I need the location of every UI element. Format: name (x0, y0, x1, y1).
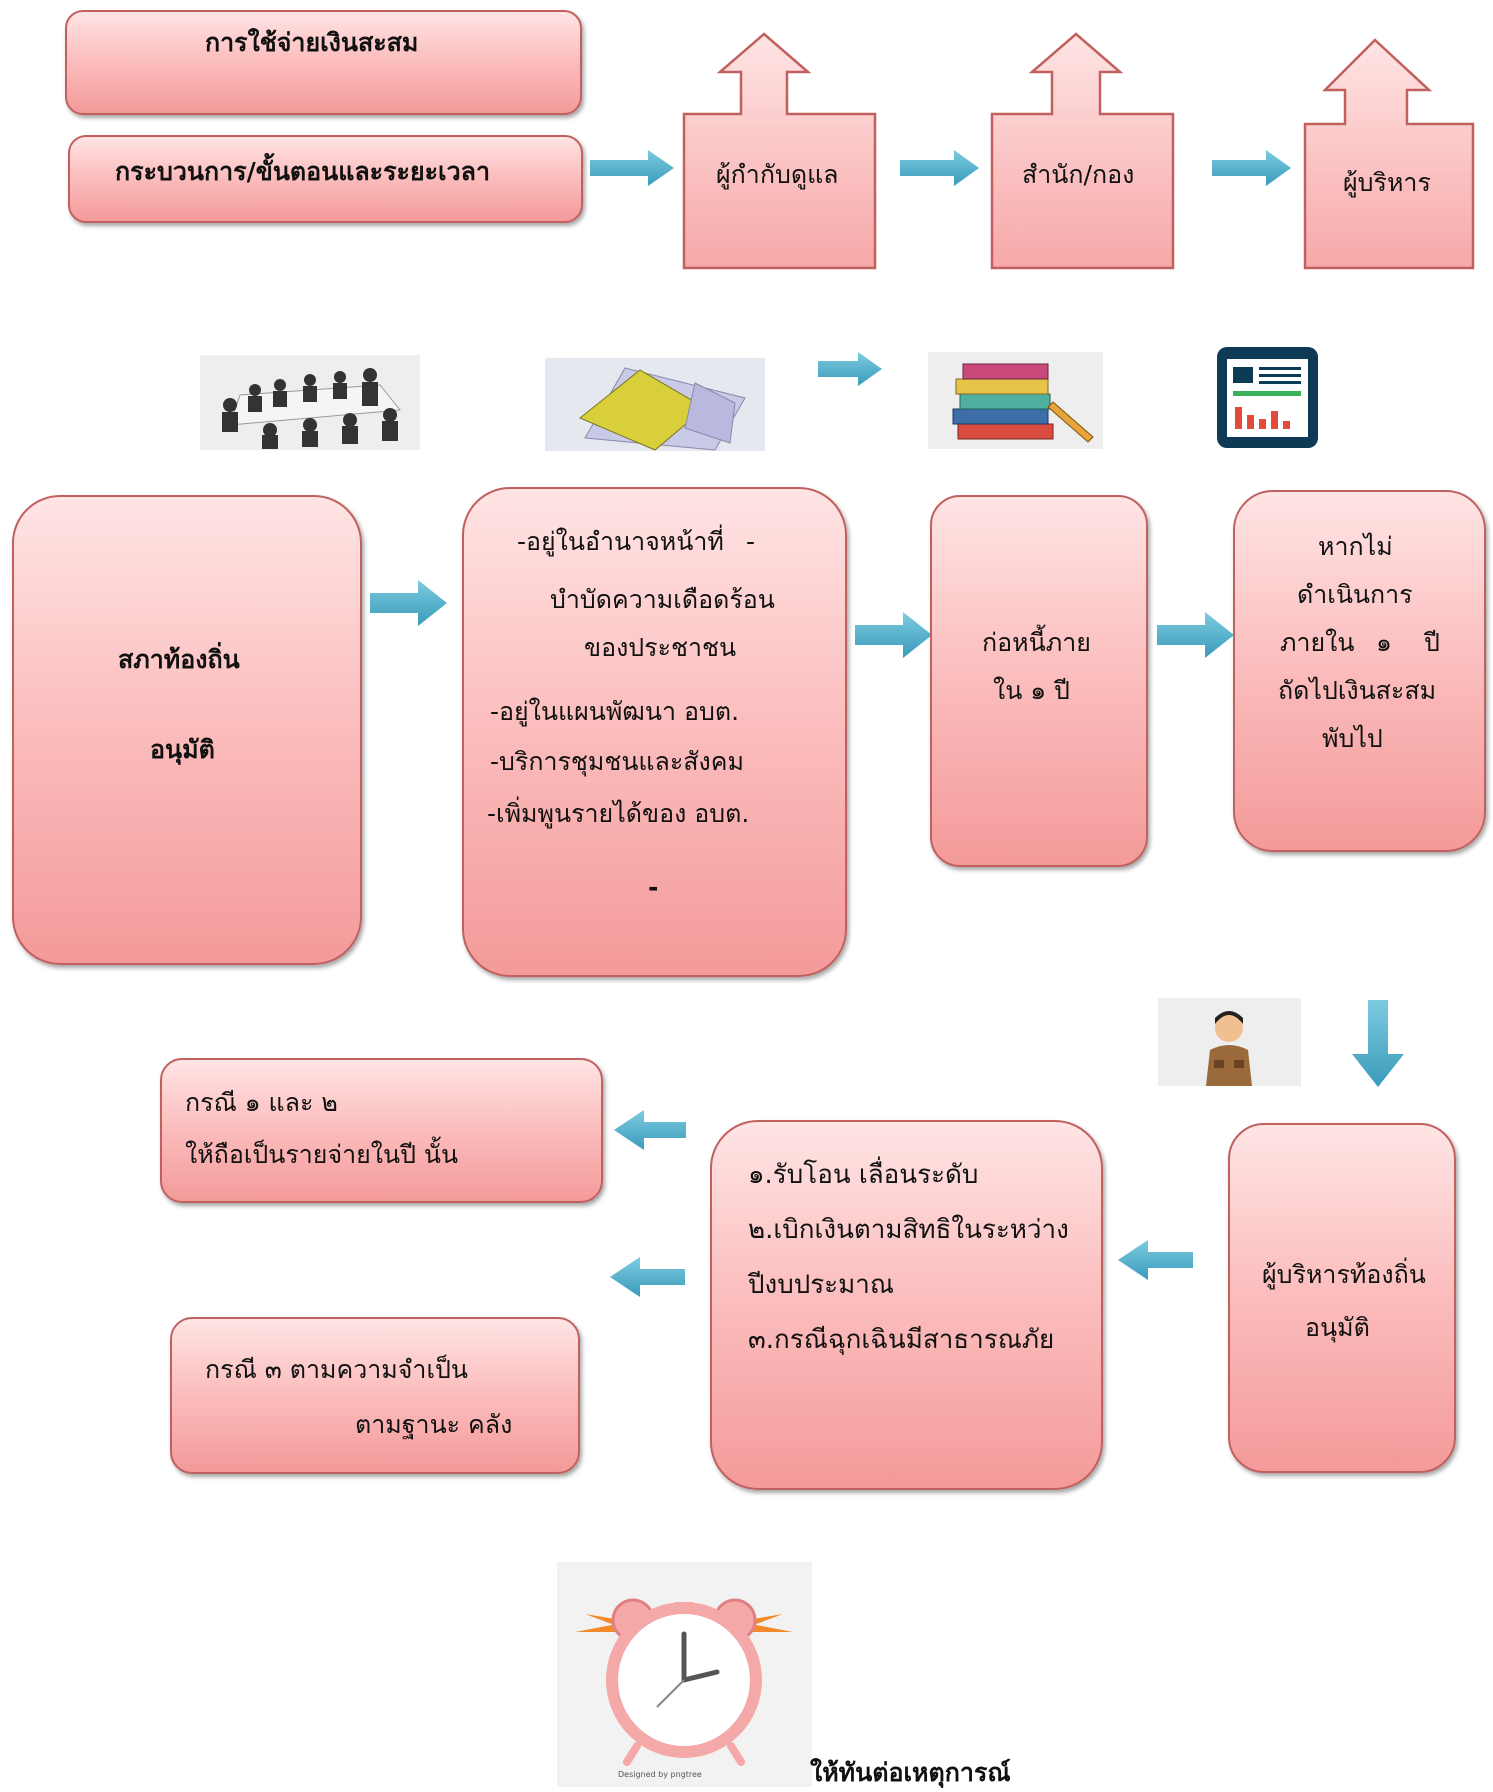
case12-label-1: กรณี ๑ และ ๒ (185, 1088, 338, 1117)
lapse-label-3a: ภายใน (1280, 628, 1355, 657)
debt-box (930, 495, 1148, 867)
cases-line-1: ๑.รับโอน เลื่อนระดับ (748, 1160, 979, 1190)
right-arrow (855, 612, 932, 658)
criteria-box (462, 487, 847, 977)
case3-label-2: ตามฐานะ คลัง (355, 1410, 513, 1439)
down-arrow (1352, 1000, 1404, 1087)
criteria-line-1-dash: - (746, 527, 756, 556)
executive-label-1: ผู้บริหารท้องถิ่น (1262, 1260, 1426, 1289)
case3-box (170, 1317, 580, 1474)
criteria-line-5: -บริการชุมชนและสังคม (490, 747, 744, 776)
documents-icon (545, 358, 765, 451)
council-box (12, 495, 362, 965)
criteria-line-4: -อยู่ในแผนพัฒนา อบต. (490, 697, 740, 726)
cases-line-3: ปีงบประมาณ (748, 1270, 894, 1300)
right-arrow (1157, 612, 1234, 658)
debt-label-2: ใน ๑ ปี (993, 676, 1070, 705)
step1-label: ผู้กำกับดูแล (716, 160, 839, 189)
right-arrow (818, 352, 882, 386)
debt-label-1: ก่อหนี้ภาย (982, 628, 1091, 657)
criteria-line-1: -อยู่ในอำนาจหน้าที่ (517, 527, 724, 556)
meeting-illustration (200, 355, 420, 450)
lapse-label-4: ถัดไปเงินสะสม (1278, 676, 1437, 705)
criteria-line-7: - (648, 873, 659, 902)
up-arrow-step2 (990, 32, 1175, 270)
right-arrow (900, 150, 979, 186)
subtitle-box (68, 135, 583, 223)
left-arrow (1118, 1240, 1193, 1280)
right-arrow (370, 580, 447, 626)
officer-icon (1158, 998, 1301, 1086)
case3-label-1: กรณี ๓ ตามความจำเป็น (205, 1355, 468, 1384)
right-arrow (590, 150, 674, 186)
report-tablet-icon (1217, 347, 1318, 448)
case12-box (160, 1058, 603, 1203)
lapse-label-5: พับไป (1322, 724, 1383, 753)
council-label-2: อนุมัติ (150, 735, 215, 764)
books-icon (928, 352, 1103, 449)
lapse-box (1233, 490, 1486, 852)
criteria-line-2: บำบัดความเดือดร้อน (550, 585, 775, 614)
council-label-1: สภาท้องถิ่น (118, 645, 240, 674)
step2-label: สำนัก/กอง (1022, 160, 1135, 189)
case12-label-2: ให้ถือเป็นรายจ่ายในปี นั้น (185, 1140, 459, 1169)
left-arrow (610, 1257, 685, 1297)
executive-box (1228, 1123, 1456, 1473)
title-box (65, 10, 582, 115)
criteria-line-3: ของประชาชน (584, 633, 737, 662)
left-arrow (614, 1110, 686, 1150)
title-text: การใช้จ่ายเงินสะสม (205, 28, 419, 57)
cases-box (710, 1120, 1103, 1490)
footer-caption: ให้ทันต่อเหตุการณ์ (810, 1758, 1011, 1787)
up-arrow-step1 (682, 32, 877, 270)
lapse-label-2: ดำเนินการ (1297, 580, 1413, 609)
cases-line-2: ๒.เบิกเงินตามสิทธิในระหว่าง (748, 1215, 1069, 1245)
right-arrow (1212, 150, 1291, 186)
executive-label-2: อนุมัติ (1305, 1313, 1370, 1342)
lapse-label-3c: ปี (1424, 628, 1440, 657)
criteria-line-6: -เพิ่มพูนรายได้ของ อบต. (487, 799, 750, 828)
alarm-clock-icon (557, 1562, 812, 1787)
subtitle-text: กระบวนการ/ขั้นตอนและระยะเวลา (115, 157, 490, 186)
cases-line-4: ๓.กรณีฉุกเฉินมีสาธารณภัย (748, 1325, 1055, 1355)
clock-credit: Designed by pngtree (618, 1770, 702, 1779)
lapse-label-1: หากไม่ (1318, 532, 1393, 561)
up-arrow-step3 (1303, 38, 1475, 270)
step3-label: ผู้บริหาร (1343, 168, 1431, 197)
lapse-label-3b: ๑ (1376, 628, 1392, 657)
